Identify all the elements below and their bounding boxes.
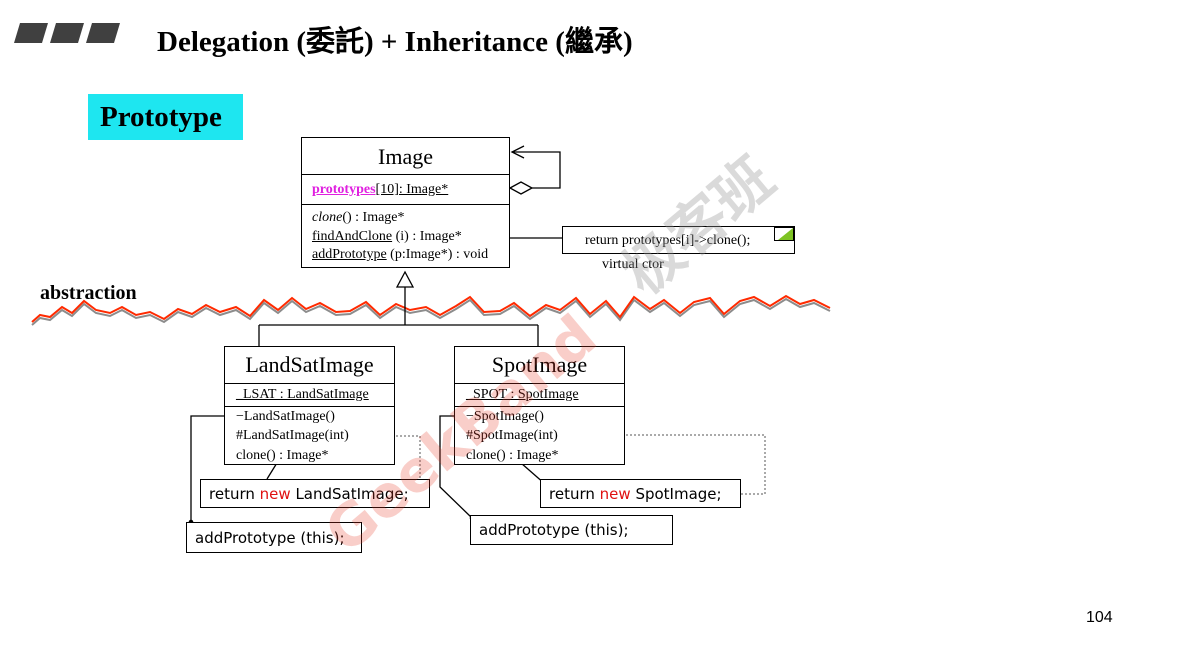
prototypes-attr-name: prototypes [312, 182, 376, 197]
spot-class-name: SpotImage [491, 352, 588, 377]
spot-ctor-link [439, 415, 473, 519]
landsat-return-code: return new LandSatImage; [209, 485, 409, 503]
spot-add-code-box: addPrototype (this); [470, 515, 673, 545]
landsat-class-name: LandSatImage [245, 352, 374, 377]
image-op-addprototype: addPrototype (p:Image*) : void [312, 247, 489, 262]
abstraction-label: abstraction [40, 282, 137, 304]
page-title: Delegation (委託) + Inheritance (繼承) [157, 26, 633, 58]
note-box: return prototypes[i]->clone(); [562, 226, 795, 254]
aggregation-diamond [508, 181, 534, 195]
spot-class-attr: _SPOT : SpotImage [466, 387, 579, 402]
spot-return-code: return new SpotImage; [549, 485, 722, 503]
spot-op-protected-ctor: #SpotImage(int) [466, 428, 558, 443]
image-class-name: Image [378, 144, 433, 169]
note-text: return prototypes[i]->clone(); [585, 233, 751, 248]
self-aggregation-line [512, 151, 561, 189]
landsat-op-protected-ctor: #LandSatImage(int) [236, 428, 349, 443]
landsat-op-clone: clone() : Image* [236, 448, 329, 463]
aggregation-arrowhead [510, 145, 525, 159]
note-fold-icon [774, 227, 794, 241]
image-op-clone: clone() : Image* [312, 210, 405, 225]
spot-int-ctor-link [580, 434, 766, 495]
prototypes-attr-type: [10]: Image* [375, 182, 449, 197]
spot-op-private-ctor: −SpotImage() [466, 409, 544, 424]
abstraction-wave-shadow [31, 297, 831, 326]
image-class-box: Image prototypes[10]: Image* clone() : I… [301, 137, 510, 268]
note-caption: virtual ctor [602, 257, 664, 272]
page-number: 104 [1086, 609, 1113, 626]
title-bars-icon [14, 23, 120, 43]
spot-return-code-box: return new SpotImage; [540, 479, 741, 508]
spot-op-clone: clone() : Image* [466, 448, 559, 463]
landsat-add-code-box: addPrototype (this); [186, 522, 362, 553]
landsat-class-attr: _LSAT : LandSatImage [236, 387, 369, 402]
spot-add-code: addPrototype (this); [479, 521, 629, 539]
landsat-add-code: addPrototype (this); [195, 529, 345, 547]
landsat-return-code-box: return new LandSatImage; [200, 479, 430, 508]
abstraction-wave [31, 294, 831, 323]
landsat-class-box: LandSatImage _LSAT : LandSatImage −LandS… [224, 346, 395, 465]
inheritance-triangle [395, 270, 415, 288]
pattern-badge: Prototype [88, 94, 243, 140]
image-class-attr: prototypes[10]: Image* [312, 182, 448, 198]
landsat-op-private-ctor: −LandSatImage() [236, 409, 335, 424]
spot-class-box: SpotImage _SPOT : SpotImage −SpotImage()… [454, 346, 625, 465]
landsat-ctor-link [190, 415, 233, 522]
image-op-findandclone: findAndClone (i) : Image* [312, 229, 462, 244]
pattern-badge-label: Prototype [100, 101, 222, 133]
